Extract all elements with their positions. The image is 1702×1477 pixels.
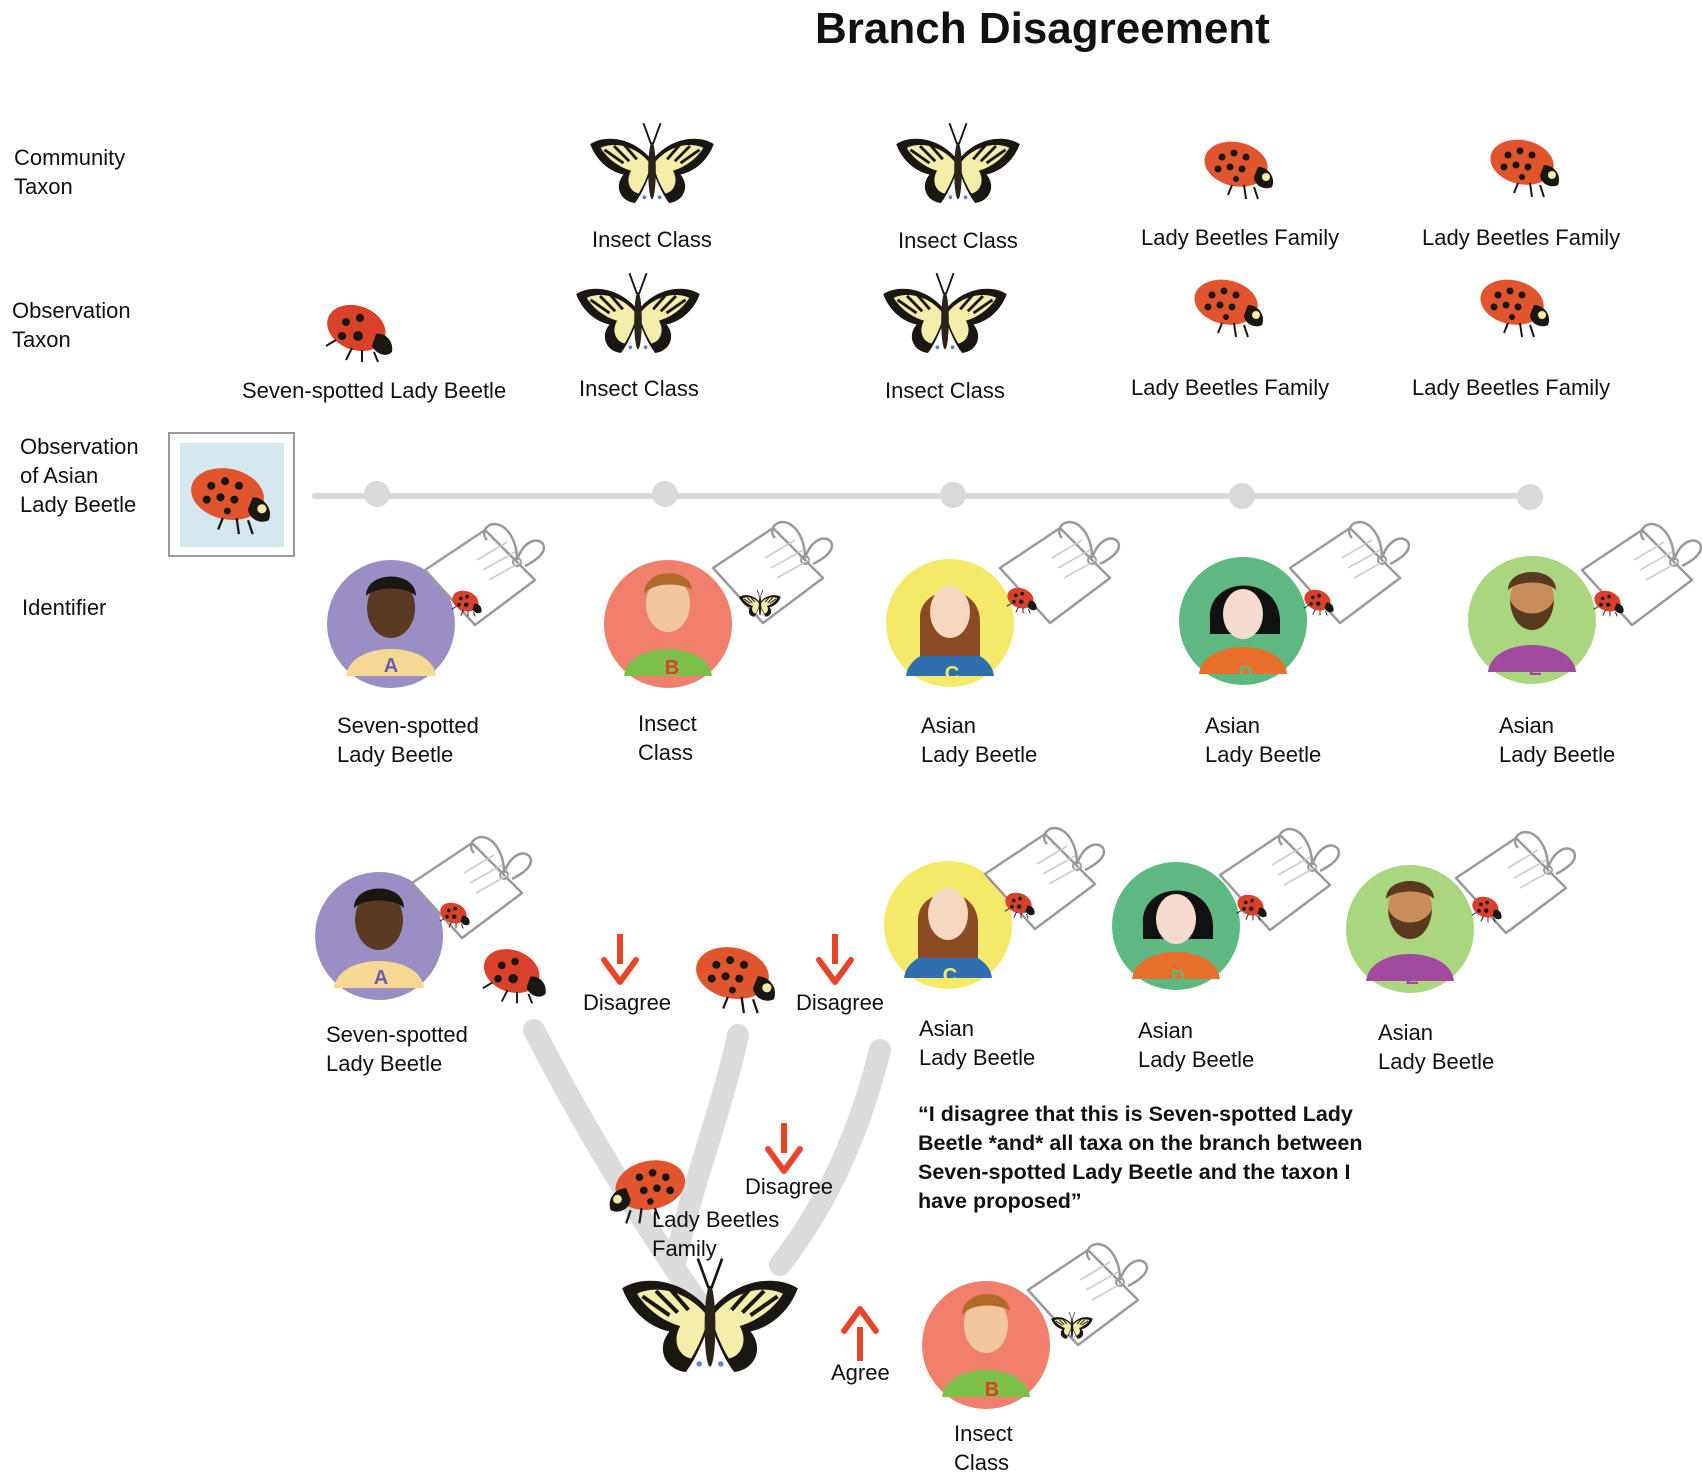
butterfly-icon bbox=[894, 121, 1022, 205]
disagree-label: Disagree bbox=[583, 990, 672, 1015]
disagree-label: Disagree bbox=[796, 990, 885, 1015]
ladybug-icon bbox=[319, 296, 394, 363]
tree-branch bbox=[769, 1039, 891, 1276]
identifier-a-avatar: A bbox=[315, 872, 443, 1000]
identifier-b-avatar: B bbox=[922, 1281, 1050, 1409]
identifier-c-avatar: C bbox=[884, 861, 1012, 989]
butterfly-icon bbox=[588, 121, 716, 205]
identifier-letter: D bbox=[1171, 967, 1185, 989]
identifier-letter: C bbox=[943, 965, 957, 987]
disagreement-quote: “I disagree that this is Seven-spotted L… bbox=[918, 1102, 1363, 1213]
identifier-d-avatar: D bbox=[1112, 862, 1240, 990]
observation-taxon-label: Insect Class bbox=[885, 378, 1005, 403]
row-label-identifier: Identifier bbox=[22, 595, 107, 620]
timeline-node bbox=[1229, 483, 1255, 509]
identifier-a-avatar: A bbox=[327, 560, 455, 688]
community-taxon-label: Insect Class bbox=[898, 228, 1018, 253]
identifier-letter: B bbox=[985, 1379, 999, 1401]
lady-beetle-icon bbox=[1199, 134, 1275, 200]
lady-beetle-icon bbox=[1485, 132, 1561, 198]
community-taxon-label: Lady Beetles Family bbox=[1422, 225, 1621, 250]
disagree-label: Disagree bbox=[745, 1174, 834, 1199]
id-tag-icon bbox=[1454, 830, 1577, 935]
butterfly-icon bbox=[622, 1259, 798, 1372]
timeline-node bbox=[940, 482, 966, 508]
observation-taxon-label: Lady Beetles Family bbox=[1412, 375, 1611, 400]
observation-taxon-label: Lady Beetles Family bbox=[1131, 375, 1330, 400]
identifier-e-avatar: E bbox=[1468, 556, 1596, 684]
identifier-letter: A bbox=[384, 655, 398, 677]
observation-taxon-label: Insect Class bbox=[579, 376, 699, 401]
community-taxon-label: Lady Beetles Family bbox=[1141, 225, 1340, 250]
tree-branch bbox=[665, 1024, 749, 1271]
agree-label: Agree bbox=[831, 1360, 890, 1385]
lady-beetle-icon bbox=[1475, 272, 1551, 338]
butterfly-icon bbox=[574, 271, 702, 355]
identifier-e-avatar: E bbox=[1346, 865, 1474, 993]
identifier-letter: D bbox=[1239, 663, 1253, 685]
identifier-letter: E bbox=[1405, 967, 1418, 989]
disagree-arrow-icon bbox=[768, 1123, 800, 1171]
page-title: Branch Disagreement bbox=[815, 4, 1270, 53]
butterfly-icon bbox=[881, 271, 1009, 355]
timeline-node bbox=[652, 481, 678, 507]
tree-branch bbox=[523, 1019, 711, 1316]
agree-arrow-icon bbox=[844, 1309, 876, 1361]
asian-lady-beetle-icon bbox=[690, 939, 777, 1015]
id-tag-icon bbox=[1288, 520, 1411, 625]
id-tag-icon bbox=[711, 520, 834, 625]
identifier-letter: A bbox=[374, 967, 388, 989]
identifier-letter: B bbox=[665, 657, 679, 679]
disagree-arrow-icon bbox=[819, 934, 851, 982]
identifier-letter: C bbox=[945, 663, 959, 685]
community-taxon-label: Insect Class bbox=[592, 227, 712, 252]
observation-taxon-label: Seven-spotted Lady Beetle bbox=[242, 378, 507, 403]
identifier-d-avatar: D bbox=[1179, 557, 1307, 685]
lady-beetle-icon bbox=[1189, 272, 1265, 338]
identifier-c-avatar: C bbox=[886, 559, 1014, 687]
ladybug-icon bbox=[476, 940, 547, 1005]
id-tag-icon bbox=[1580, 522, 1702, 627]
timeline-node bbox=[364, 481, 390, 507]
identifier-letter: E bbox=[1528, 658, 1541, 680]
timeline-node bbox=[1517, 484, 1543, 510]
identifier-b-avatar: B bbox=[604, 560, 732, 688]
disagree-arrow-icon bbox=[604, 934, 636, 982]
